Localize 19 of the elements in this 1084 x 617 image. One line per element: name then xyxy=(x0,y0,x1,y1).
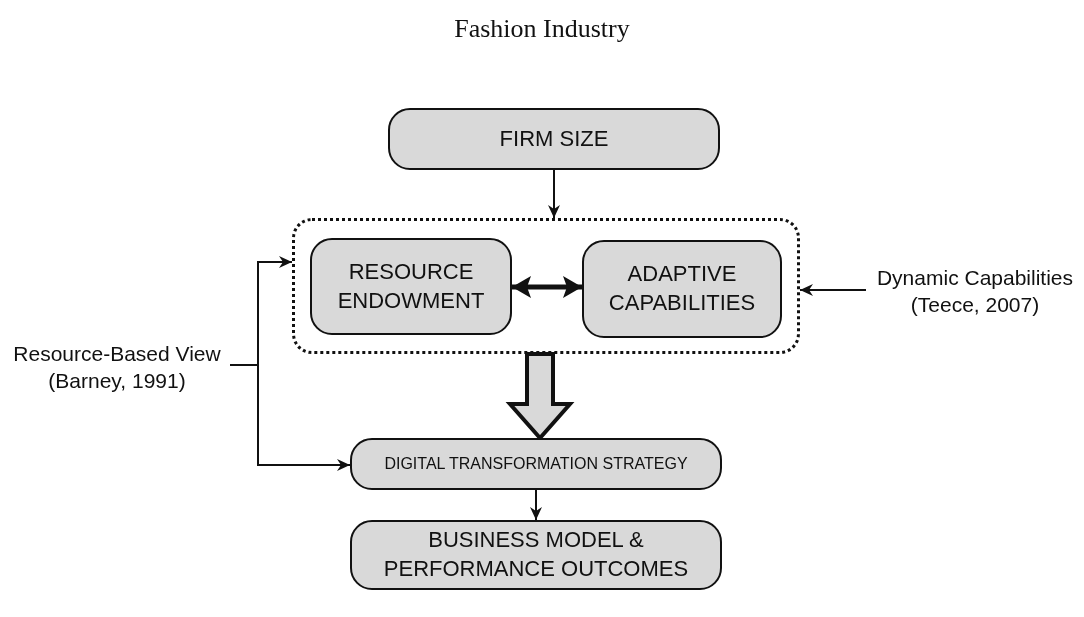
theory-label: Dynamic Capabilities (Teece, 2007) xyxy=(875,264,1075,318)
arrow xyxy=(799,284,867,296)
process-box xyxy=(388,108,720,170)
dotted-group-box xyxy=(292,218,800,354)
arrow xyxy=(548,169,560,219)
double-arrow xyxy=(512,276,582,298)
box-label: RESOURCE ENDOWMENT xyxy=(336,257,486,315)
process-box xyxy=(350,438,722,490)
diagram-title: Fashion Industry xyxy=(453,14,631,44)
arrow xyxy=(530,489,542,521)
theory-label: Resource-Based View (Barney, 1991) xyxy=(12,340,222,394)
box-label: ADAPTIVE CAPABILITIES xyxy=(607,260,757,317)
box-label: FIRM SIZE xyxy=(499,124,609,153)
process-box xyxy=(350,520,722,590)
process-box xyxy=(582,240,782,338)
box-label: DIGITAL TRANSFORMATION STRATEGY xyxy=(384,453,688,474)
box-label: BUSINESS MODEL & PERFORMANCE OUTCOMES xyxy=(382,526,690,583)
arrow xyxy=(229,364,351,471)
process-box xyxy=(310,238,512,335)
